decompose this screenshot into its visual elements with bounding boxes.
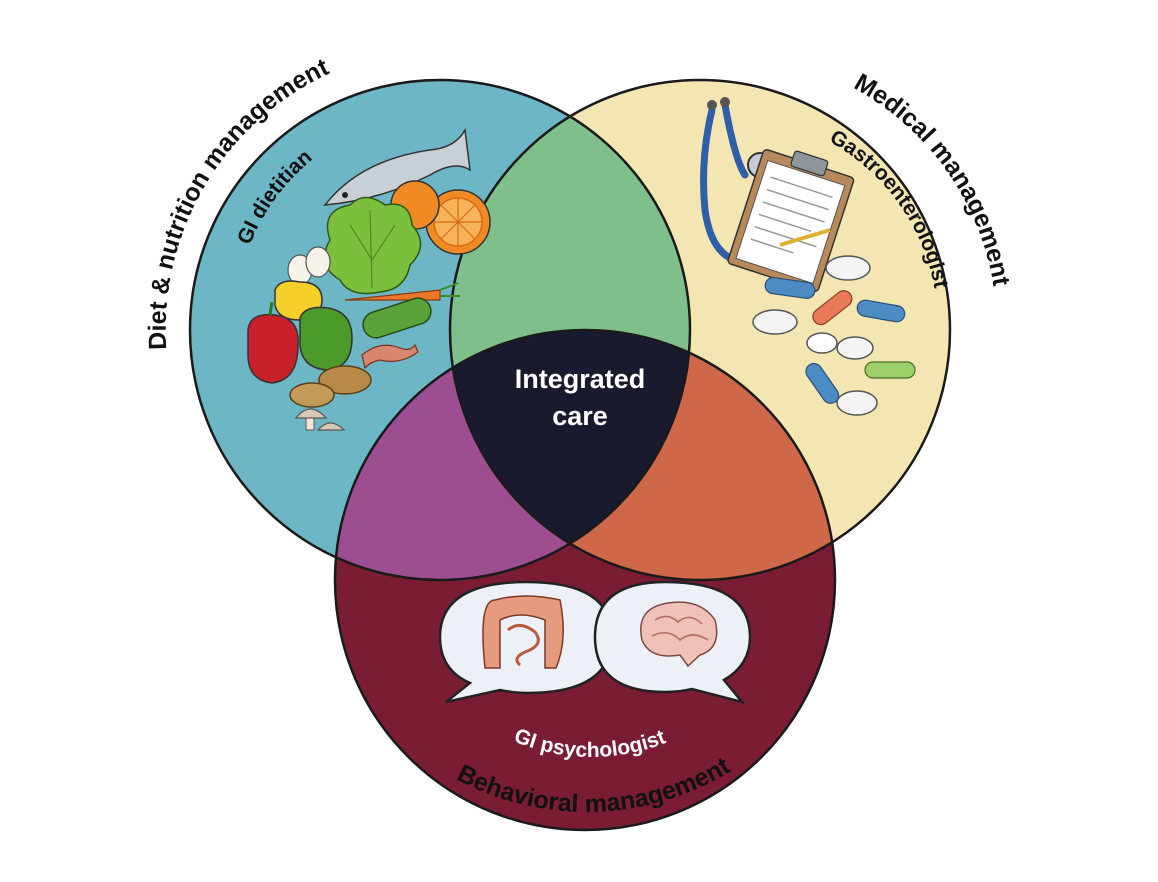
diet-behavioral-overlap [335,330,690,580]
food-icon [247,127,491,431]
gut-brain-speech-bubbles-icon [438,580,752,705]
behavioral-circle-outline [333,328,837,832]
diet-circle-outline [188,78,692,582]
integrated-care-line1: Integrated [515,364,646,394]
medical-circle-outline [448,78,952,582]
integrated-care-line2: care [552,401,608,431]
stethoscope-clipboard-pills-icon [700,97,916,416]
